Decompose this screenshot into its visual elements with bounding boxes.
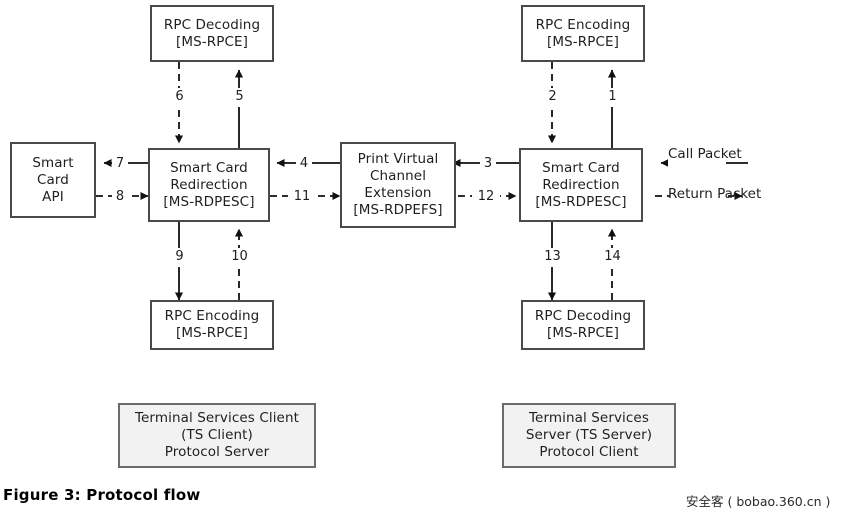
node-smart-card-api[interactable]: Smart Card API bbox=[10, 142, 96, 218]
node-line: [MS-RDPEFS] bbox=[353, 202, 443, 218]
node-line: [MS-RPCE] bbox=[547, 325, 619, 341]
edge-label-6: 6 bbox=[175, 89, 184, 104]
node-line: API bbox=[42, 188, 64, 205]
edge-label-4: 4 bbox=[299, 156, 309, 171]
edge-label-3: 3 bbox=[483, 156, 493, 171]
figure-caption: Figure 3: Protocol flow bbox=[3, 486, 201, 504]
node-rpc-decoding-server[interactable]: RPC Decoding [MS-RPCE] bbox=[521, 300, 645, 350]
node-line: [MS-RPCE] bbox=[176, 33, 248, 50]
edge-label-7: 7 bbox=[115, 156, 125, 171]
edge-label-14: 14 bbox=[604, 249, 621, 264]
node-line: [MS-RPCE] bbox=[547, 33, 619, 50]
node-terminal-services-client[interactable]: Terminal Services Client (TS Client) Pro… bbox=[118, 403, 316, 468]
node-rpc-encoding-client[interactable]: RPC Encoding [MS-RPCE] bbox=[150, 300, 274, 350]
node-line: Print Virtual bbox=[357, 151, 439, 167]
node-line: Protocol Client bbox=[539, 444, 639, 460]
node-line: Redirection bbox=[542, 176, 620, 193]
node-line: Server (TS Server) bbox=[525, 427, 653, 443]
watermark: 安全客 ( bobao.360.cn ) bbox=[686, 494, 831, 509]
edge-label-11: 11 bbox=[293, 189, 311, 204]
node-rpc-decoding-client[interactable]: RPC Decoding [MS-RPCE] bbox=[150, 5, 274, 62]
node-line: Card bbox=[37, 171, 69, 188]
node-line: Redirection bbox=[170, 176, 248, 193]
edge-label-12: 12 bbox=[477, 189, 495, 204]
node-line: Extension bbox=[364, 185, 432, 201]
node-line: (TS Client) bbox=[181, 427, 253, 443]
node-smart-card-redirection-server[interactable]: Smart Card Redirection [MS-RDPESC] bbox=[519, 148, 643, 222]
edge-label-13: 13 bbox=[544, 249, 561, 264]
node-line: RPC Decoding bbox=[534, 308, 632, 324]
node-line: Smart Card bbox=[542, 159, 620, 176]
edge-label-1: 1 bbox=[608, 89, 617, 104]
edge-label-10: 10 bbox=[231, 249, 248, 264]
node-line: RPC Encoding bbox=[164, 308, 260, 324]
node-print-virtual-channel-extension[interactable]: Print Virtual Channel Extension [MS-RDPE… bbox=[340, 142, 456, 228]
node-line: RPC Encoding bbox=[535, 16, 631, 33]
node-line: Channel bbox=[369, 168, 427, 184]
node-line: [MS-RPCE] bbox=[176, 325, 248, 341]
call-packet-line-1: Call bbox=[668, 146, 694, 162]
node-line: Terminal Services bbox=[529, 410, 649, 426]
node-rpc-encoding-server[interactable]: RPC Encoding [MS-RPCE] bbox=[521, 5, 645, 62]
node-line: Smart bbox=[32, 154, 74, 171]
node-line: Terminal Services Client bbox=[134, 410, 300, 426]
node-line: [MS-RDPESC] bbox=[163, 193, 255, 210]
return-packet-line-1: Return bbox=[668, 186, 713, 202]
edge-label-2: 2 bbox=[548, 89, 557, 104]
edge-label-9: 9 bbox=[175, 249, 184, 264]
node-terminal-services-server[interactable]: Terminal Services Server (TS Server) Pro… bbox=[502, 403, 676, 468]
call-packet-line-2: Packet bbox=[697, 146, 742, 162]
node-line: Protocol Server bbox=[164, 444, 270, 460]
node-line: [MS-RDPESC] bbox=[535, 193, 627, 210]
node-line: RPC Decoding bbox=[163, 16, 261, 33]
edge-label-5: 5 bbox=[235, 89, 244, 104]
call-packet-label: Call Packet bbox=[668, 146, 742, 162]
node-smart-card-redirection-client[interactable]: Smart Card Redirection [MS-RDPESC] bbox=[148, 148, 270, 222]
node-line: Smart Card bbox=[170, 159, 248, 176]
return-packet-label: Return Packet bbox=[668, 186, 761, 202]
edge-label-8: 8 bbox=[115, 189, 125, 204]
return-packet-line-2: Packet bbox=[717, 186, 762, 202]
